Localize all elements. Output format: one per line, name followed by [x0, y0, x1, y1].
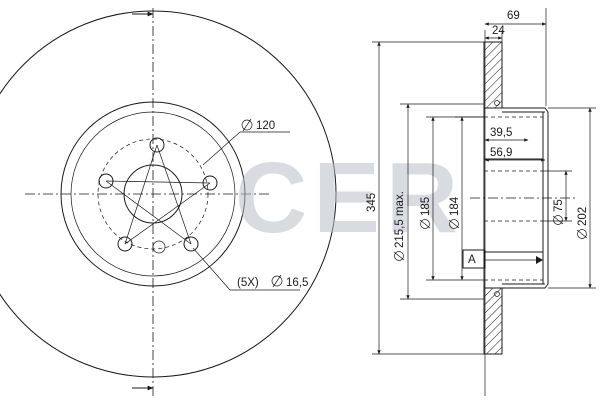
front-view: 120 (5X) 16,5 [0, 8, 337, 396]
dim-disc-thickness: 24 [484, 25, 505, 40]
outer-diameter-label: 345 [366, 193, 378, 212]
pcd-label: 120 [256, 120, 275, 132]
inner-depth-1-label: 39,5 [490, 127, 512, 139]
center-bore-label: 75 [553, 199, 565, 212]
bolt-holes [98, 137, 218, 254]
friction-ring-lower [483, 287, 503, 355]
disc-thickness-label: 24 [492, 25, 505, 37]
dim-185: 185 [419, 116, 484, 281]
dim-184: 184 [448, 116, 484, 281]
hub-diameter-label: 202 [577, 207, 589, 226]
dim-hat-diameter: 215,5 max. [393, 103, 484, 300]
datum-a-marker: A [462, 249, 543, 269]
cer-watermark-logo: CER [235, 142, 464, 254]
hole-diameter-label: 16,5 [286, 277, 308, 289]
dia-184-label: 184 [449, 196, 461, 216]
datum-label: A [468, 254, 476, 266]
holes-count-label: (5X) [237, 277, 259, 289]
overall-width-label: 69 [507, 10, 520, 22]
bolt-hole [183, 236, 199, 252]
bore-hidden-lines [484, 116, 543, 281]
bolt-hole [149, 137, 165, 153]
friction-ring-upper [483, 41, 503, 109]
bolt-hole [117, 236, 133, 252]
hole-callout: (5X) 16,5 [192, 247, 308, 291]
dim-hub-diameter: 202 [548, 107, 596, 289]
dim-inner-depth-2: 56,9 [484, 147, 546, 162]
hat-diameter-label: 215,5 max. [394, 191, 406, 248]
dim-center-bore: 75 [543, 170, 572, 225]
dim-inner-depth-1: 39,5 [484, 127, 529, 142]
inner-depth-2-label: 56,9 [490, 147, 512, 159]
pcd-callout: 120 [202, 118, 290, 166]
bolt-pattern-lines [105, 144, 211, 245]
bolt-hole [152, 240, 166, 254]
section-view: 69 24 39,5 56,9 345 [366, 8, 596, 396]
svg-text:CER: CER [235, 142, 464, 254]
dim-outer-diameter: 345 [366, 41, 484, 355]
dim-overall-width: 69 [484, 10, 547, 26]
dia-185-label: 185 [420, 197, 432, 216]
